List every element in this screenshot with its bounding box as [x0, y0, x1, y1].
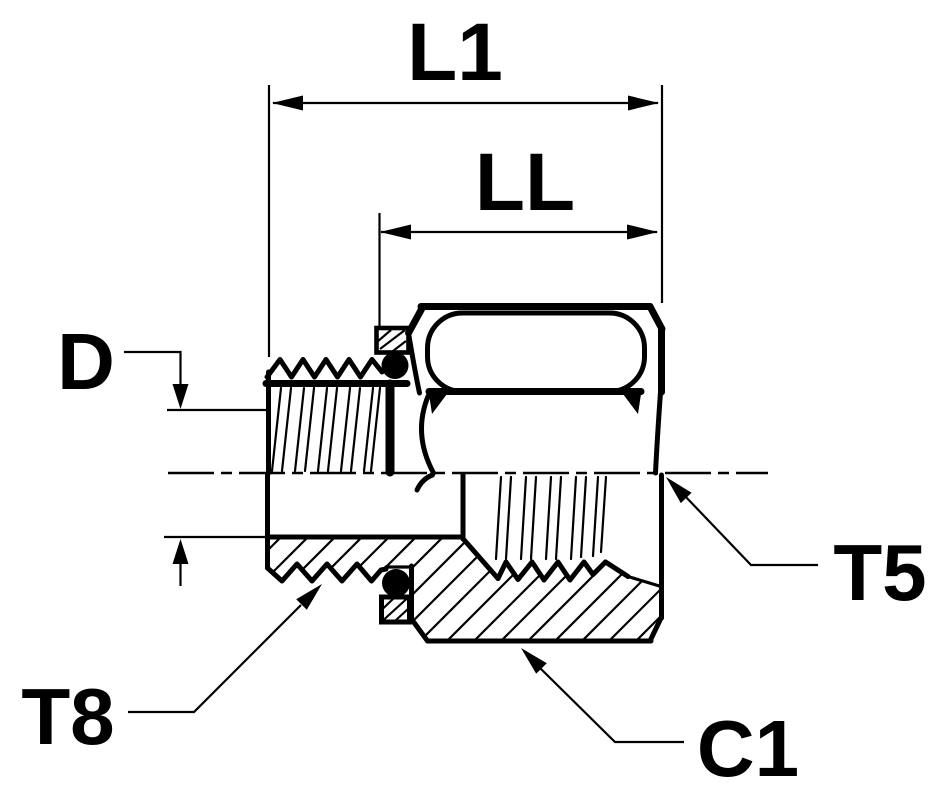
d-label: D	[57, 317, 115, 406]
right-bottom-chamfer	[647, 614, 664, 644]
backup-washer-upper-hatch	[376, 329, 407, 352]
hex-fillet-right	[623, 394, 641, 414]
section-hatching	[267, 539, 661, 641]
dimension-l1: L1	[267, 7, 664, 357]
ll-arrowhead-left	[380, 224, 411, 240]
t8-leader-line	[128, 604, 302, 714]
hex-bevel-right	[646, 303, 666, 333]
male-thread-section-profile	[265, 561, 389, 584]
hex-left-corner-curve	[419, 391, 436, 476]
male-thread-crest-profile	[264, 357, 385, 380]
hatch-lines	[267, 539, 661, 641]
d-arrowhead-down	[172, 384, 189, 409]
hex-right-corner-curve	[653, 389, 663, 476]
leader-t5: T5	[666, 477, 927, 617]
seal-stack-upper	[374, 325, 411, 379]
male-thread-external	[262, 357, 411, 477]
dimension-ll: LL	[378, 137, 658, 328]
leader-c1: C1	[521, 648, 799, 793]
l1-arrowhead-left	[272, 95, 303, 111]
leader-t8: T8	[21, 584, 322, 761]
female-thread-root-profile	[495, 559, 608, 583]
c1-arrowhead	[521, 648, 547, 674]
c1-leader-line	[539, 667, 684, 744]
bottom-left-chamfer	[409, 616, 430, 644]
hex-face-stub-below-cl	[414, 472, 435, 493]
hex-fillet-left	[429, 394, 447, 414]
l1-arrowhead-right	[628, 95, 659, 111]
hex-flat-highlight	[425, 310, 647, 394]
l1-label: L1	[407, 7, 503, 98]
male-thread-flank-lines	[270, 386, 382, 473]
d-leader	[124, 350, 182, 386]
hex-bevel-left	[405, 303, 427, 337]
ll-arrowhead-right	[627, 224, 658, 240]
o-ring-upper	[381, 352, 409, 379]
seal-stack-lower	[379, 569, 412, 625]
t5-label: T5	[833, 528, 926, 617]
d-arrowhead-up	[172, 539, 189, 564]
female-thread-runout-tail	[626, 574, 663, 589]
hex-body	[405, 303, 666, 493]
o-ring-lower	[382, 569, 410, 597]
t8-label: T8	[21, 672, 114, 761]
t5-arrowhead	[666, 477, 692, 504]
dimension-d: D	[57, 317, 266, 586]
c1-label: C1	[697, 704, 799, 793]
t8-arrowhead	[296, 584, 322, 610]
female-thread-flank-lines	[494, 475, 608, 561]
female-thread-runout	[603, 559, 631, 579]
hex-silhouette-left	[406, 330, 422, 396]
t5-leader-line	[683, 494, 818, 567]
counterbore-chamfer	[459, 535, 501, 581]
ll-label: LL	[475, 137, 575, 228]
section-outline	[264, 472, 664, 644]
backup-washer-lower-hatch	[380, 597, 409, 621]
